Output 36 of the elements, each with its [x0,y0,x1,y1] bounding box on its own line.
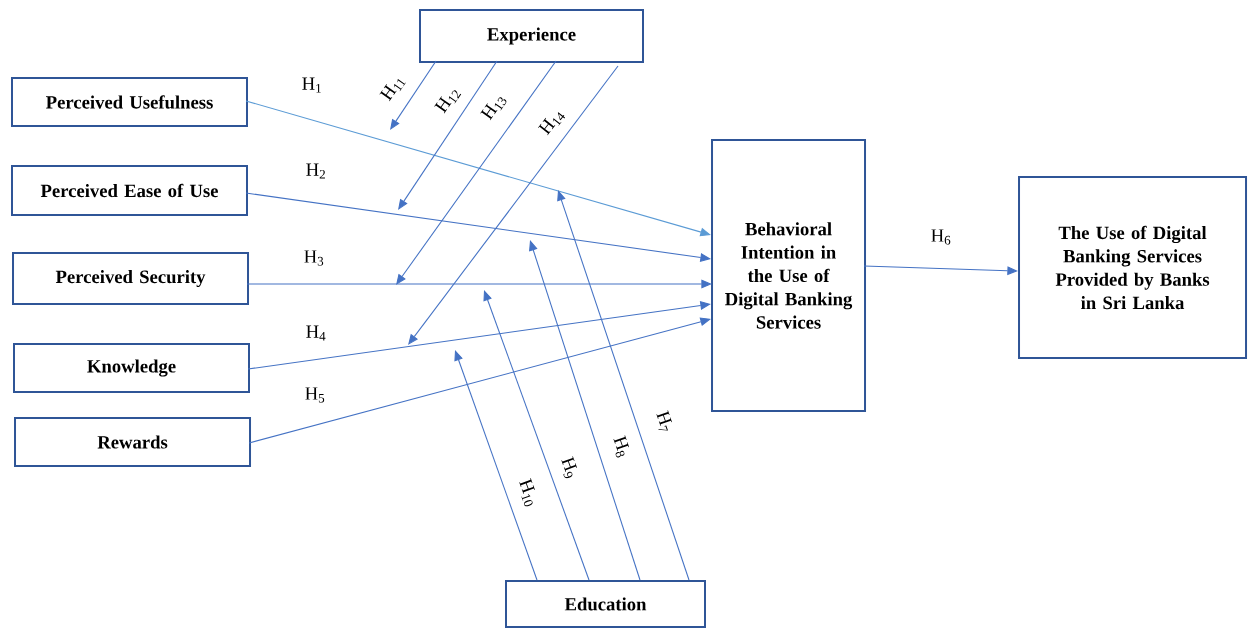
edge-label: H$_{2}$ [306,163,325,179]
edge-label: H$_{1}$ [302,77,321,93]
arrow [398,60,498,210]
arrow [248,317,711,444]
arrow [247,301,711,370]
arrow [557,190,690,581]
variable-box: Perceived Usefulness [11,77,248,127]
edge-label: H$_{9}$ [561,456,578,479]
variable-box: Perceived Ease of Use [11,165,248,216]
edge-label: H$_{5}$ [305,387,325,403]
variable-box: Behavioral Intention in the Use of Digital Banking Services [711,139,866,412]
arrow [390,60,437,130]
edge-label: H$_{13}$ [480,97,507,121]
edge-label: H$_{6}$ [931,229,951,245]
variable-box: Rewards [14,417,251,467]
arrow [454,350,538,581]
edge-label: H$_{14}$ [538,112,566,136]
variable-box: Education [505,580,706,628]
edge-label: H$_{11}$ [379,79,407,102]
edge-label: H$_{10}$ [519,478,535,507]
arrow [396,60,557,285]
edge-label: H$_{4}$ [306,325,326,341]
arrow [245,100,711,237]
edge-label: H$_{8}$ [613,435,630,458]
edge-label: H$_{12}$ [434,90,462,114]
arrow [408,65,619,345]
arrow [529,240,641,581]
variable-box: The Use of Digital Banking Services Provided by Banks in Sri Lanka [1018,176,1247,359]
variable-box: Experience [419,9,644,63]
edge-label: H$_{3}$ [304,250,324,266]
arrow [483,290,590,581]
variable-box: Perceived Security [12,252,249,305]
arrow [245,192,711,262]
edge-label: H$_{7}$ [656,410,672,431]
arrow [246,279,712,289]
variable-box: Knowledge [13,343,250,393]
